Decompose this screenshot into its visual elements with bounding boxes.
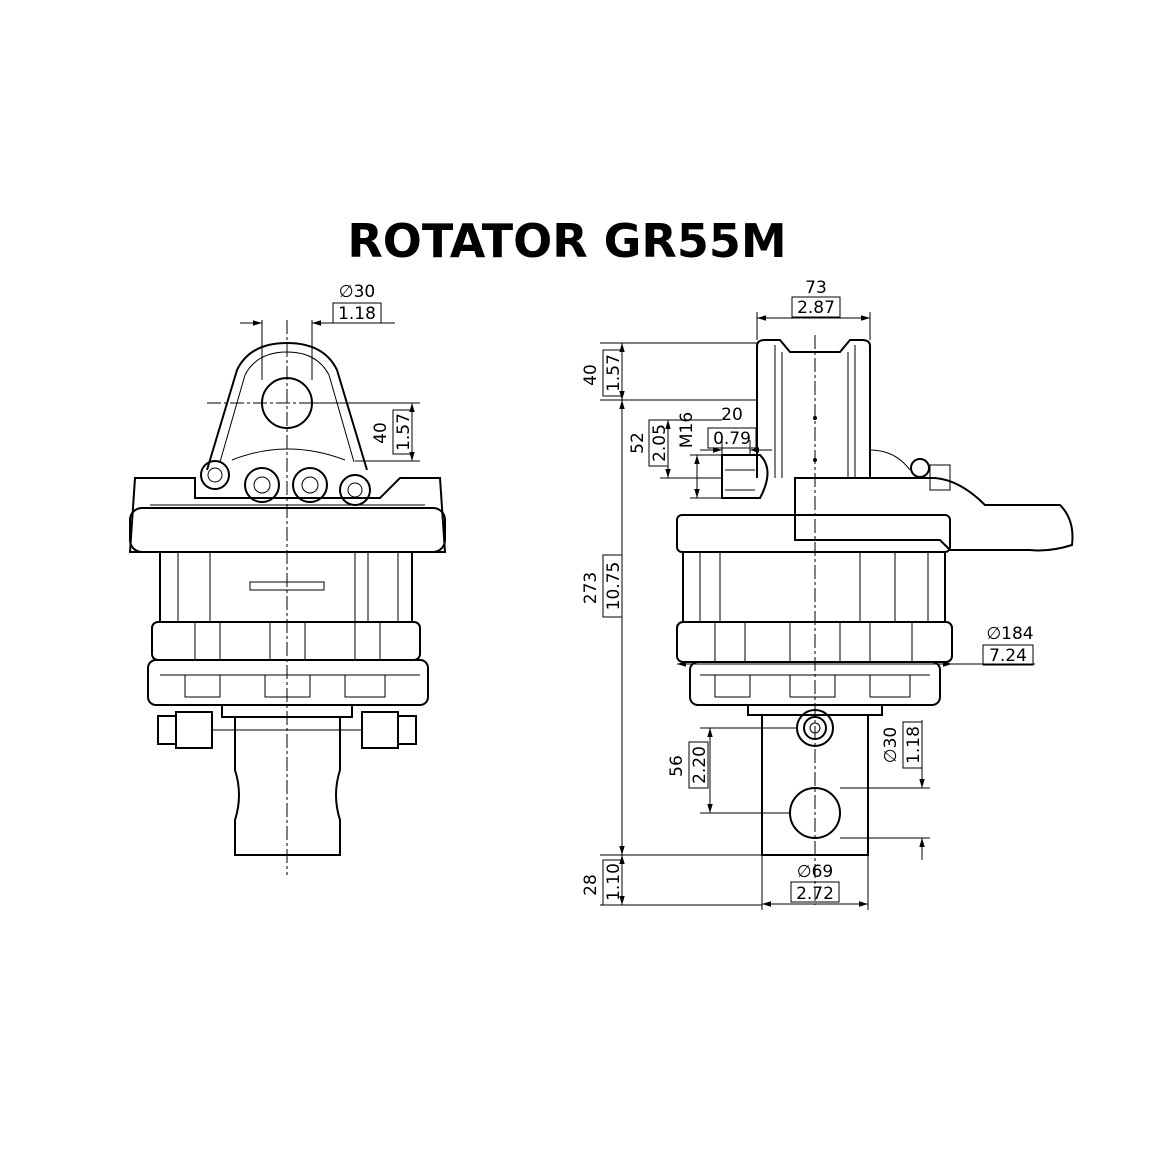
svg-text:10.75: 10.75 xyxy=(604,562,624,611)
dim-front-lug-height: 40 1.57 xyxy=(312,402,420,462)
svg-text:M16: M16 xyxy=(677,412,697,448)
front-lower-ring xyxy=(151,621,421,661)
dim-front-pin-diameter: ∅30 1.18 xyxy=(240,282,395,380)
svg-text:1.18: 1.18 xyxy=(338,304,376,324)
svg-text:52: 52 xyxy=(628,432,648,454)
dim-body-diameter: ∅184 7.24 xyxy=(677,624,1035,667)
svg-text:40: 40 xyxy=(371,422,391,444)
front-hydraulic-fittings xyxy=(200,448,371,506)
svg-text:∅30: ∅30 xyxy=(339,282,375,302)
svg-text:73: 73 xyxy=(805,278,827,298)
side-port xyxy=(721,454,769,499)
dim-shaft-hole-height: 56 2.20 xyxy=(667,727,797,814)
svg-text:273: 273 xyxy=(581,572,601,604)
svg-text:1.57: 1.57 xyxy=(394,413,414,451)
svg-text:1.57: 1.57 xyxy=(604,354,624,392)
svg-text:2.05: 2.05 xyxy=(650,424,670,462)
svg-text:20: 20 xyxy=(721,405,743,425)
side-view: 73 2.87 40 1.57 273 10.75 28 1.10 52 xyxy=(581,278,1074,910)
svg-text:1.10: 1.10 xyxy=(604,863,624,901)
svg-text:56: 56 xyxy=(667,755,687,777)
dim-shaft-diameter: ∅69 2.72 xyxy=(761,855,869,910)
svg-text:1.18: 1.18 xyxy=(904,726,924,764)
front-motor-body xyxy=(159,551,413,623)
svg-text:2.87: 2.87 xyxy=(797,298,835,318)
dim-shaft-bottom: 28 1.10 xyxy=(581,855,625,906)
side-lug xyxy=(756,339,871,478)
side-motor-body xyxy=(682,551,946,623)
dim-shaft-pin-diameter: ∅30 1.18 xyxy=(840,720,930,860)
dim-port-height: 52 2.05 M16 xyxy=(628,412,722,499)
front-castellated-ring xyxy=(147,659,429,706)
svg-text:2.20: 2.20 xyxy=(690,746,710,784)
svg-text:∅30: ∅30 xyxy=(881,727,901,763)
front-view: ∅30 1.18 40 1.57 xyxy=(128,282,447,875)
dim-lug-width: 73 2.87 xyxy=(756,278,871,340)
drawing-title: ROTATOR GR55M xyxy=(347,214,786,268)
dim-port-offset: 20 0.79 xyxy=(700,405,772,455)
svg-text:40: 40 xyxy=(581,364,601,386)
dim-total-height: 273 10.75 xyxy=(581,400,625,855)
svg-text:28: 28 xyxy=(581,874,601,896)
side-arm xyxy=(794,449,1074,552)
svg-text:∅69: ∅69 xyxy=(797,862,833,882)
svg-text:∅184: ∅184 xyxy=(986,624,1033,644)
svg-text:7.24: 7.24 xyxy=(989,646,1027,666)
svg-text:2.72: 2.72 xyxy=(796,884,834,904)
dim-lug-top: 40 1.57 xyxy=(581,343,625,400)
svg-text:0.79: 0.79 xyxy=(713,429,751,449)
side-top-flange xyxy=(676,514,951,553)
